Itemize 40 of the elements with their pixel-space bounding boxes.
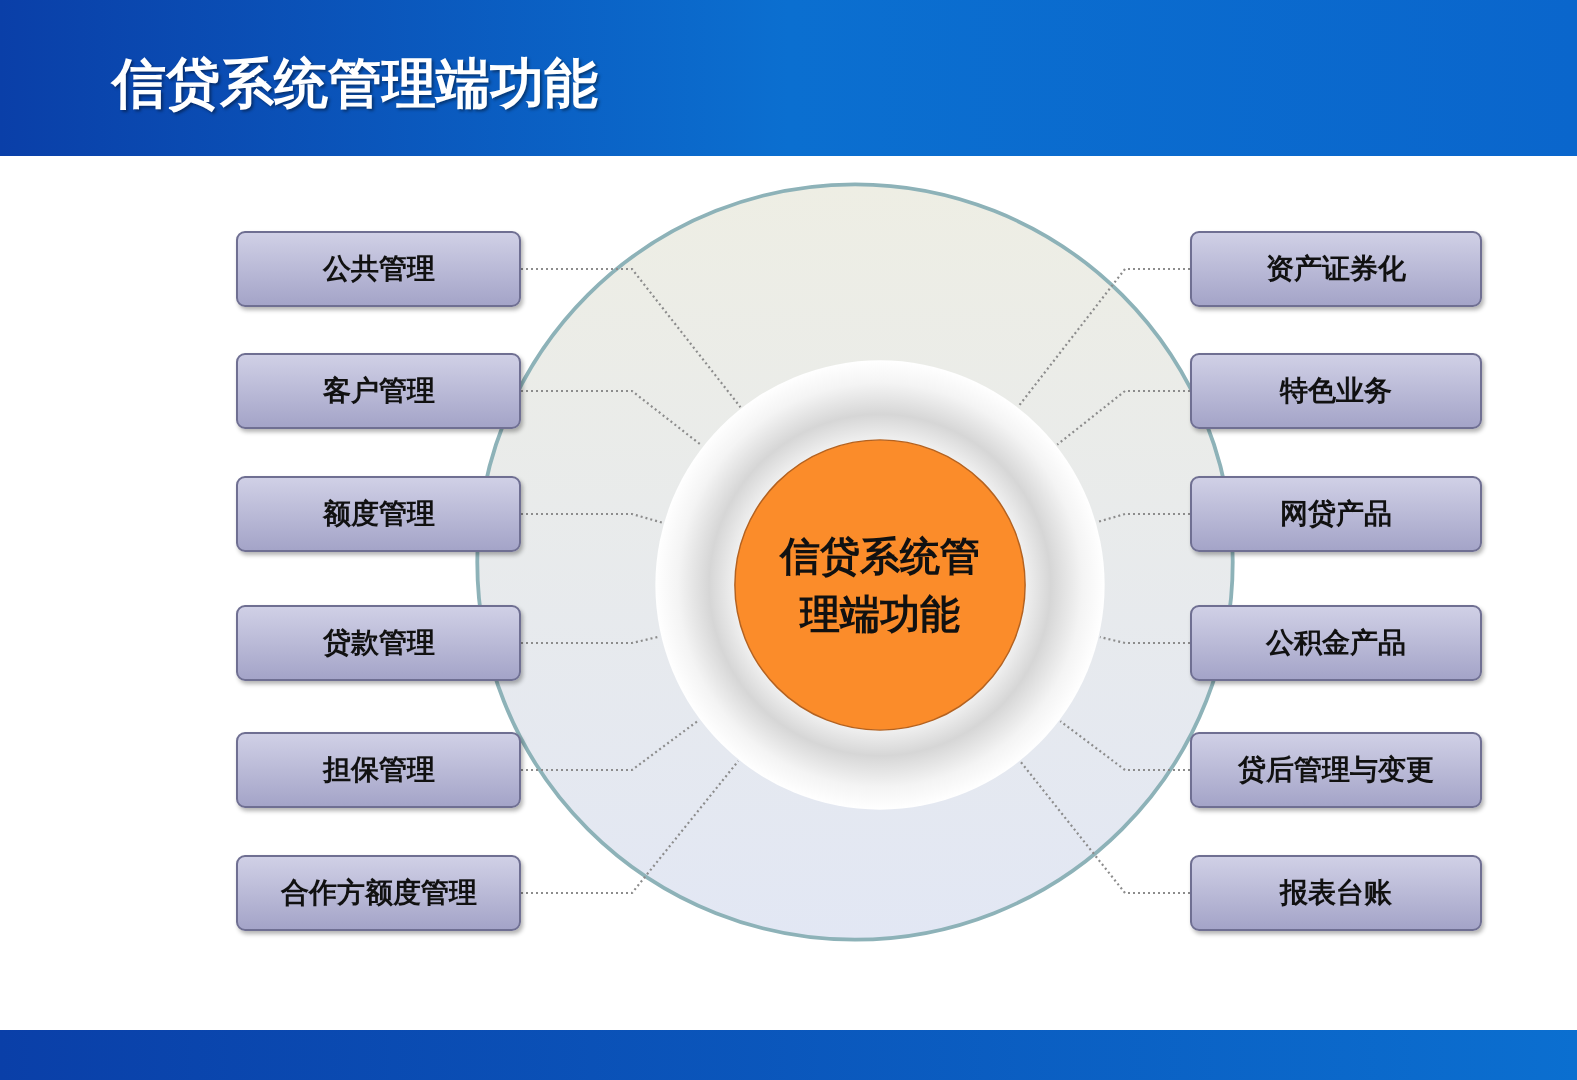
label: 担保管理 bbox=[322, 752, 435, 788]
dotted-connector bbox=[1096, 512, 1190, 524]
function-box bbox=[236, 476, 521, 552]
function-box bbox=[1190, 353, 1482, 429]
label: 合作方额度管理 bbox=[280, 875, 477, 911]
label: 网贷产品 bbox=[1280, 496, 1392, 532]
label: 资产证券化 bbox=[1266, 251, 1406, 287]
label: 贷款管理 bbox=[322, 625, 435, 661]
dotted-connector bbox=[521, 389, 703, 447]
function-box bbox=[236, 353, 521, 429]
outer-circle bbox=[475, 182, 1235, 942]
function-box bbox=[236, 605, 521, 681]
function-box bbox=[236, 732, 521, 808]
function-box bbox=[1190, 231, 1482, 307]
function-box bbox=[236, 231, 521, 307]
function-box bbox=[1190, 732, 1482, 808]
slide-title: 信贷系统管理端功能 bbox=[112, 51, 598, 117]
label: 信贷系统管理端功能 bbox=[778, 532, 981, 639]
label: 客户管理 bbox=[322, 373, 435, 409]
dotted-connector bbox=[521, 719, 700, 772]
label: 公共管理 bbox=[322, 251, 435, 287]
label: 公积金产品 bbox=[1266, 625, 1406, 661]
center-circle bbox=[734, 439, 1026, 731]
dotted-connector bbox=[521, 760, 740, 895]
dotted-connector bbox=[521, 512, 664, 524]
dotted-connector bbox=[1059, 720, 1190, 772]
dotted-connector bbox=[1099, 636, 1190, 645]
function-box bbox=[1190, 476, 1482, 552]
dotted-connector bbox=[1017, 267, 1190, 408]
dotted-connector bbox=[1056, 389, 1190, 446]
function-box bbox=[236, 855, 521, 931]
label: 报表台账 bbox=[1280, 875, 1392, 911]
label: 贷后管理与变更 bbox=[1238, 752, 1434, 788]
inner-ring bbox=[654, 359, 1106, 811]
function-box bbox=[1190, 605, 1482, 681]
dotted-connector bbox=[521, 267, 742, 408]
function-box bbox=[1190, 855, 1482, 931]
dotted-connector bbox=[1019, 761, 1190, 895]
label: 额度管理 bbox=[322, 496, 435, 532]
label: 特色业务 bbox=[1280, 373, 1392, 409]
